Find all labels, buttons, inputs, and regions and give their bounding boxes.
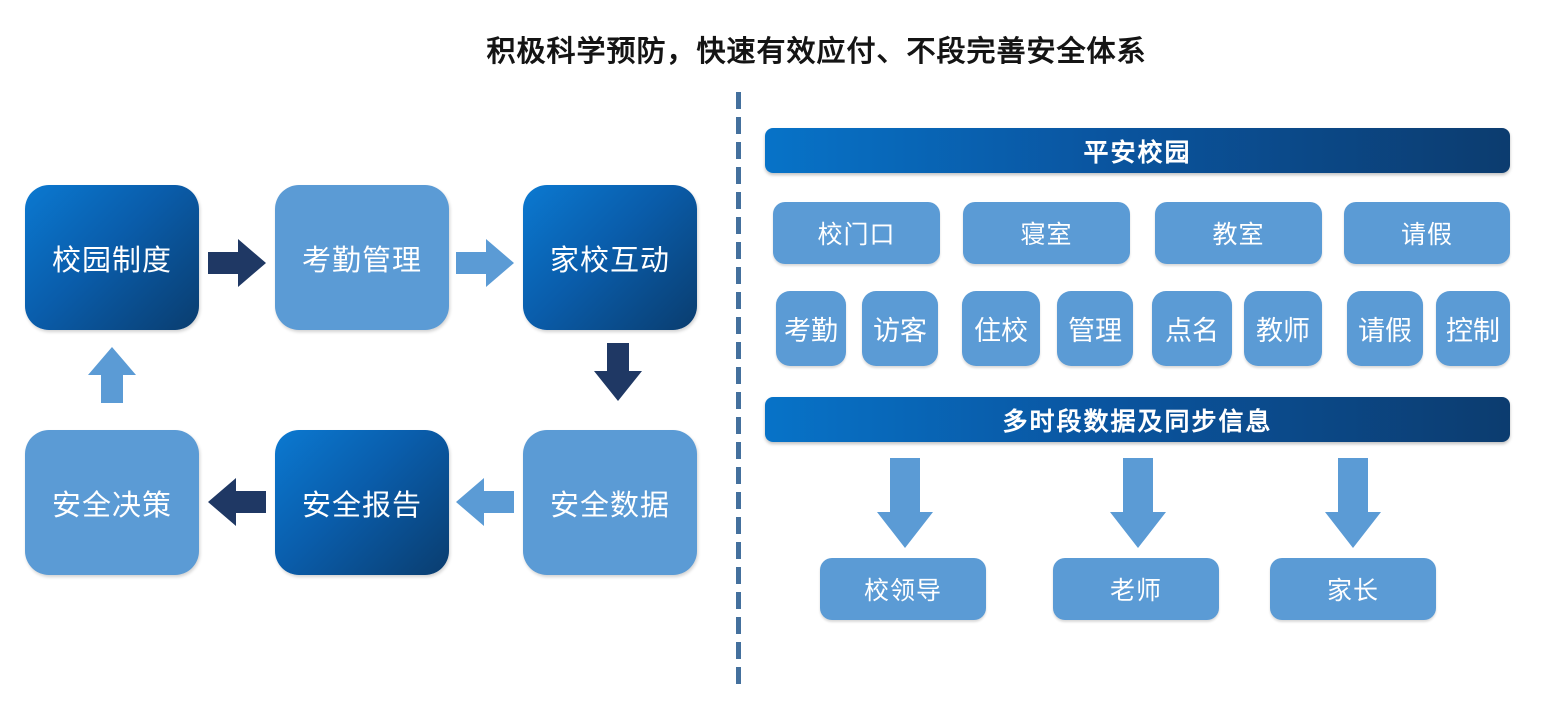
flow-node-safety-report: 安全报告 [275, 430, 449, 575]
flow-node-label: 安全数据 [549, 489, 670, 522]
flow-node-label: 安全决策 [51, 489, 172, 522]
arrow-left-light-icon [456, 478, 514, 526]
page-title: 积极科学预防，快速有效应付、不段完善安全体系 [486, 36, 1147, 68]
flow-node-home-school: 家校互动 [523, 185, 697, 330]
func-box-label: 点名 [1165, 316, 1219, 346]
func-box-attendance: 考勤 [776, 291, 846, 366]
func-box-label: 教师 [1256, 316, 1310, 346]
func-box-rollcall: 点名 [1152, 291, 1232, 366]
func-box-boarding: 住校 [962, 291, 1040, 366]
header-label: 多时段数据及同步信息 [1002, 407, 1273, 436]
arrow-down-dark-icon [594, 343, 642, 401]
header-label: 平安校园 [1083, 138, 1192, 167]
scene-box-label: 寝室 [1020, 221, 1073, 249]
arrow-right-dark-icon [208, 239, 266, 287]
flow-node-label: 家校互动 [549, 244, 670, 277]
multi-period-data-header: 多时段数据及同步信息 [765, 397, 1510, 442]
role-box-label: 老师 [1109, 577, 1162, 605]
flow-node-label: 安全报告 [301, 489, 422, 522]
func-box-label: 请假 [1358, 316, 1412, 346]
flow-node-safety-data: 安全数据 [523, 430, 697, 575]
arrow-down-light-icon [877, 458, 933, 548]
func-box-label: 考勤 [784, 316, 838, 346]
func-box-label: 访客 [873, 316, 927, 346]
flow-node-campus-rules: 校园制度 [25, 185, 199, 330]
arrow-right-light-icon [456, 239, 514, 287]
arrow-up-light-icon [88, 347, 136, 403]
safe-campus-header: 平安校园 [765, 128, 1510, 173]
vertical-divider [736, 92, 741, 685]
arrow-down-light-icon [1110, 458, 1166, 548]
func-box-label: 住校 [974, 316, 1028, 346]
role-box-parent: 家长 [1270, 558, 1436, 620]
func-box-label: 控制 [1446, 316, 1500, 346]
flow-node-label: 校园制度 [51, 244, 172, 277]
func-box-control: 控制 [1436, 291, 1510, 366]
scene-box-label: 校门口 [817, 221, 896, 249]
func-box-manage: 管理 [1057, 291, 1133, 366]
func-box-visitor: 访客 [862, 291, 938, 366]
scene-box-label: 请假 [1400, 221, 1453, 249]
scene-box-dormitory: 寝室 [963, 202, 1130, 264]
scene-box-leave: 请假 [1344, 202, 1510, 264]
scene-box-label: 教室 [1212, 221, 1265, 249]
role-box-label: 家长 [1326, 577, 1379, 605]
flow-node-label: 考勤管理 [301, 244, 422, 277]
role-box-label: 校领导 [863, 577, 942, 605]
func-box-label: 管理 [1068, 316, 1122, 346]
role-box-school-leader: 校领导 [820, 558, 986, 620]
arrow-left-dark-icon [208, 478, 266, 526]
flow-node-attendance-mgmt: 考勤管理 [275, 185, 449, 330]
scene-box-classroom: 教室 [1155, 202, 1322, 264]
arrow-down-light-icon [1325, 458, 1381, 548]
scene-box-school-gate: 校门口 [773, 202, 940, 264]
role-box-teacher: 老师 [1053, 558, 1219, 620]
func-box-leave: 请假 [1347, 291, 1423, 366]
flow-node-safety-decision: 安全决策 [25, 430, 199, 575]
func-box-teacher: 教师 [1244, 291, 1322, 366]
